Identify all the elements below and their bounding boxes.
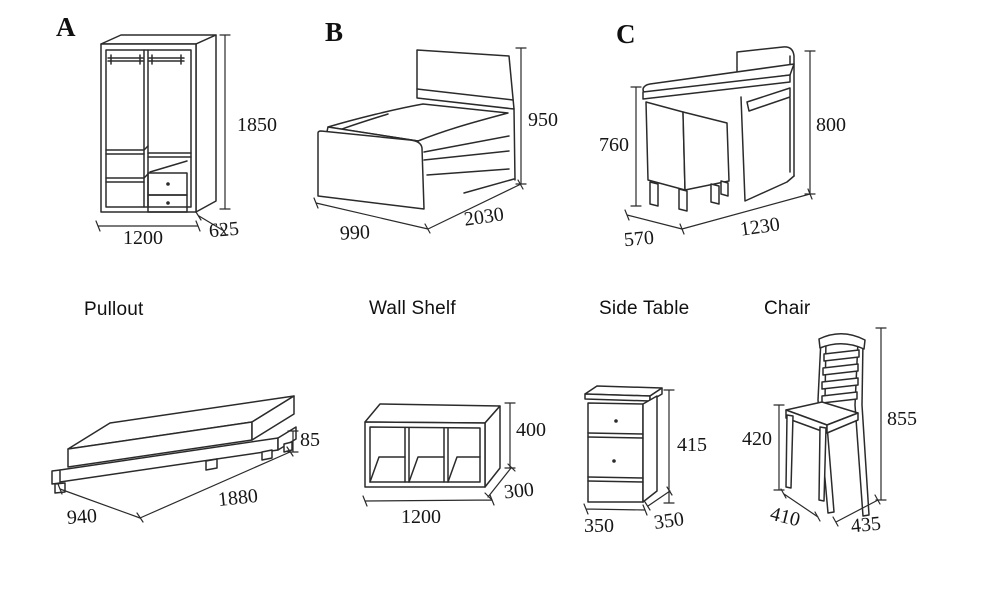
wall-shelf-depth-dim: 300 <box>502 478 536 504</box>
side-table-width-dim: 350 <box>584 515 614 537</box>
pullout-length-dim: 1880 <box>216 484 259 512</box>
bed-height-dim: 950 <box>528 109 558 131</box>
wall-shelf-drawing <box>362 402 516 507</box>
desk-drawing <box>624 46 816 235</box>
desk-height-dim: 800 <box>816 114 846 136</box>
chair-name-label: Chair <box>764 298 811 319</box>
side-table-name-label: Side Table <box>599 298 690 319</box>
side-table-dimension-lines <box>583 389 675 516</box>
wardrobe-letter-label: A <box>56 12 76 42</box>
pullout-thickness-dim: 85 <box>300 429 320 451</box>
wardrobe-drawing <box>95 34 231 236</box>
wall-shelf-width-dim: 1200 <box>401 506 441 528</box>
pullout-name-label: Pullout <box>84 299 144 320</box>
pullout-dimension-lines <box>57 430 299 523</box>
side-table-drawing <box>583 385 675 516</box>
bed-dimension-lines <box>313 47 527 234</box>
wall-shelf-height-dim: 400 <box>516 419 546 441</box>
pullout-bed-drawing <box>51 395 299 523</box>
bed-width-dim: 990 <box>339 221 371 245</box>
side-table-height-dim: 415 <box>677 434 707 456</box>
chair-dimension-lines <box>773 327 887 527</box>
wall-shelf-name-label: Wall Shelf <box>369 298 456 319</box>
wardrobe-depth-dim: 625 <box>208 217 240 243</box>
desk-depth-dim: 570 <box>623 226 655 252</box>
chair-height-dim: 855 <box>887 408 917 430</box>
wardrobe-dimension-lines <box>95 34 231 236</box>
bed-drawing <box>313 47 527 234</box>
chair-width-dim: 435 <box>849 512 883 538</box>
wardrobe-width-dim: 1200 <box>123 227 163 249</box>
side-table-depth-dim: 350 <box>652 508 686 534</box>
wardrobe-height-dim: 1850 <box>237 114 277 136</box>
bed-letter-label: B <box>325 17 344 47</box>
chair-seat-height-dim: 420 <box>742 428 772 450</box>
desk-letter-label: C <box>616 19 636 49</box>
desk-surface-height-dim: 760 <box>599 134 629 156</box>
desk-dimension-lines <box>624 50 816 235</box>
wall-shelf-dimension-lines <box>362 402 516 507</box>
chair-drawing <box>773 327 887 527</box>
pullout-width-dim: 940 <box>66 504 98 530</box>
